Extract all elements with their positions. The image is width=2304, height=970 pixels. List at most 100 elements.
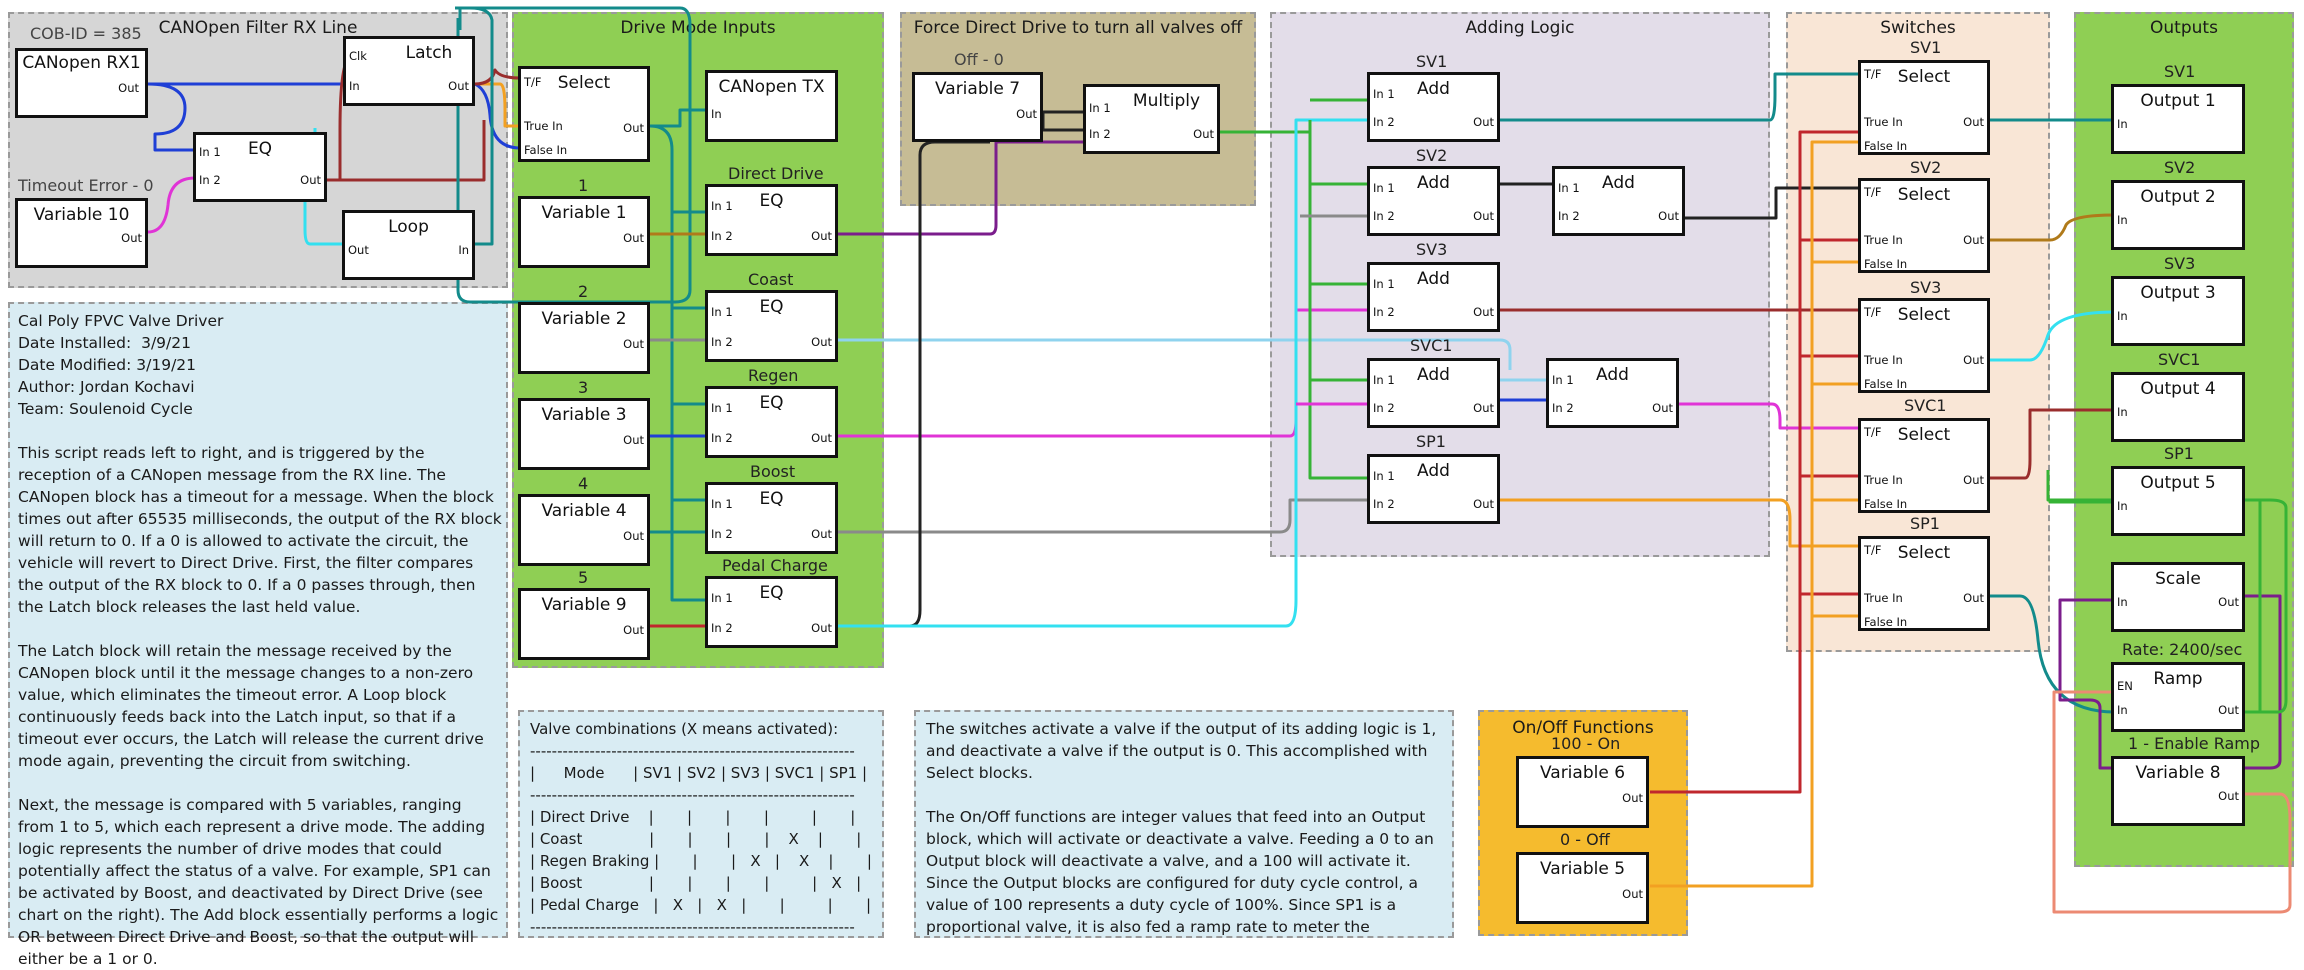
switch-sv3-block[interactable]: Select T/F True In False In Out <box>1858 298 1990 393</box>
latch-in: In <box>349 79 360 93</box>
variable-2-out: Out <box>623 337 644 351</box>
add-sv3-in2: In 2 <box>1373 305 1395 319</box>
variable-10-block[interactable]: Variable 10 Out <box>15 198 148 268</box>
switch-sv1-tf: T/F <box>1864 67 1882 81</box>
switch-sv2-label: SV2 <box>1910 158 1942 177</box>
eq-boost-block[interactable]: EQ In 1 In 2 Out <box>705 482 838 554</box>
add-sv2-in1: In 1 <box>1373 181 1395 195</box>
filter-eq-block[interactable]: EQ In 1 In 2 Out <box>193 132 327 202</box>
add-sv1-in2: In 2 <box>1373 115 1395 129</box>
loop-block[interactable]: Loop Out In <box>342 210 475 280</box>
eq-coast-block[interactable]: EQ In 1 In 2 Out <box>705 290 838 362</box>
scale-block[interactable]: Scale In Out <box>2111 562 2245 632</box>
add-sv2-block[interactable]: Add In 1 In 2 Out <box>1367 166 1500 236</box>
variable-4-block[interactable]: Variable 4 Out <box>518 494 650 566</box>
add-sv2-out: Out <box>1473 209 1494 223</box>
variable-7-title: Variable 7 <box>934 79 1021 99</box>
latch-block[interactable]: Latch Clk In Out <box>343 36 475 106</box>
multiply-block[interactable]: Multiply In 1 In 2 Out <box>1083 84 1220 154</box>
canopen-rx1-block[interactable]: CANopen RX1 Out <box>15 48 148 118</box>
multiply-title: Multiply <box>1132 91 1201 111</box>
eq-boost-out: Out <box>811 527 832 541</box>
eq-boost-in2: In 2 <box>711 527 733 541</box>
eq-regen-block[interactable]: EQ In 1 In 2 Out <box>705 386 838 458</box>
filter-eq-out: Out <box>300 173 321 187</box>
add-svc1-block[interactable]: Add In 1 In 2 Out <box>1367 358 1500 428</box>
output-2-in: In <box>2117 213 2128 227</box>
multiply-out: Out <box>1193 127 1214 141</box>
timeout-error-label: Timeout Error - 0 <box>18 176 154 195</box>
output-1-title: Output 1 <box>2140 91 2216 111</box>
add-sv1-out: Out <box>1473 115 1494 129</box>
eq-pedal-charge-out: Out <box>811 621 832 635</box>
output-svc1-label: SVC1 <box>2158 350 2201 369</box>
latch-out: Out <box>448 79 469 93</box>
eq-pedal-charge-in2: In 2 <box>711 621 733 635</box>
output-4-in: In <box>2117 405 2128 419</box>
switch-notes-text: The switches activate a valve if the out… <box>926 720 1437 936</box>
switch-svc1-title: Select <box>1897 425 1951 445</box>
switch-sv1-label: SV1 <box>1910 38 1942 57</box>
switch-sv1-block[interactable]: Select T/F True In False In Out <box>1858 60 1990 155</box>
variable-4-out: Out <box>623 529 644 543</box>
output-4-block[interactable]: Output 4 In <box>2111 372 2245 442</box>
drive-select-title: Select <box>557 73 611 93</box>
switch-sp1-block[interactable]: Select T/F True In False In Out <box>1858 536 1990 631</box>
output-5-block[interactable]: Output 5 In <box>2111 466 2245 536</box>
add-sp1-block[interactable]: Add In 1 In 2 Out <box>1367 454 1500 524</box>
switch-svc1-block[interactable]: Select T/F True In False In Out <box>1858 418 1990 513</box>
eq-regen-title: EQ <box>759 393 784 413</box>
add-sp1-label: SP1 <box>1416 432 1446 451</box>
canopen-tx-block[interactable]: CANopen TX In <box>705 70 838 142</box>
add-sv1-label: SV1 <box>1416 52 1448 71</box>
variable-7-block[interactable]: Variable 7 Out <box>912 72 1043 142</box>
variable-5-block[interactable]: Variable 5 Out <box>1516 852 1649 924</box>
output-2-block[interactable]: Output 2 In <box>2111 180 2245 250</box>
switch-sv1-out: Out <box>1963 115 1984 129</box>
add-sv1-block[interactable]: Add In 1 In 2 Out <box>1367 72 1500 142</box>
switch-sv2-block[interactable]: Select T/F True In False In Out <box>1858 178 1990 273</box>
multiply-in2: In 2 <box>1089 127 1111 141</box>
variable-8-block[interactable]: Variable 8 Out <box>2111 756 2245 826</box>
add-sv2-in2: In 2 <box>1373 209 1395 223</box>
variable-9-block[interactable]: Variable 9 Out <box>518 588 650 660</box>
switch-sp1-label: SP1 <box>1910 514 1940 533</box>
add-sv2b-block[interactable]: Add In 1 In 2 Out <box>1552 166 1685 236</box>
drive-select-block[interactable]: Select T/F True In False In Out <box>518 66 650 162</box>
switch-sv3-label: SV3 <box>1910 278 1942 297</box>
loop-out: Out <box>348 243 369 257</box>
filter-region-title: CANOpen Filter RX Line <box>158 18 358 38</box>
add-sv3-block[interactable]: Add In 1 In 2 Out <box>1367 262 1500 332</box>
output-1-block[interactable]: Output 1 In <box>2111 84 2245 154</box>
variable-5-out: Out <box>1622 887 1643 901</box>
add-sp1-in1: In 1 <box>1373 469 1395 483</box>
drive-select-false-in: False In <box>524 143 568 157</box>
variable-2-block[interactable]: Variable 2 Out <box>518 302 650 374</box>
switch-sv1-false: False In <box>1864 139 1908 153</box>
eq-direct-drive-block[interactable]: EQ In 1 In 2 Out <box>705 184 838 256</box>
eq-coast-title: EQ <box>759 297 784 317</box>
add-sv3-out: Out <box>1473 305 1494 319</box>
output-3-in: In <box>2117 309 2128 323</box>
variable-3-block[interactable]: Variable 3 Out <box>518 398 650 470</box>
eq-pedal-charge-block[interactable]: EQ In 1 In 2 Out <box>705 576 838 648</box>
switch-sp1-out: Out <box>1963 591 1984 605</box>
eq-direct-drive-label: Direct Drive <box>728 164 824 183</box>
add-sv3-title: Add <box>1417 269 1450 289</box>
variable-1-block[interactable]: Variable 1 Out <box>518 196 650 268</box>
switch-sv3-out: Out <box>1963 353 1984 367</box>
var5-num: 5 <box>578 568 589 587</box>
filter-eq-in1: In 1 <box>199 145 221 159</box>
valve-table-box: Valve combinations (X means activated): … <box>518 710 884 938</box>
switch-sp1-true: True In <box>1864 591 1903 605</box>
eq-pedal-charge-in1: In 1 <box>711 591 733 605</box>
ramp-in: In <box>2117 703 2128 717</box>
adding-logic-region: Adding Logic <box>1270 12 1770 557</box>
ramp-block[interactable]: Ramp EN In Out <box>2111 662 2245 732</box>
variable-6-block[interactable]: Variable 6 Out <box>1516 756 1649 828</box>
output-3-block[interactable]: Output 3 In <box>2111 276 2245 346</box>
add-sv3-label: SV3 <box>1416 240 1448 259</box>
add-svc1b-block[interactable]: Add In 1 In 2 Out <box>1546 358 1679 428</box>
eq-regen-label: Regen <box>748 366 799 385</box>
eq-direct-drive-out: Out <box>811 229 832 243</box>
